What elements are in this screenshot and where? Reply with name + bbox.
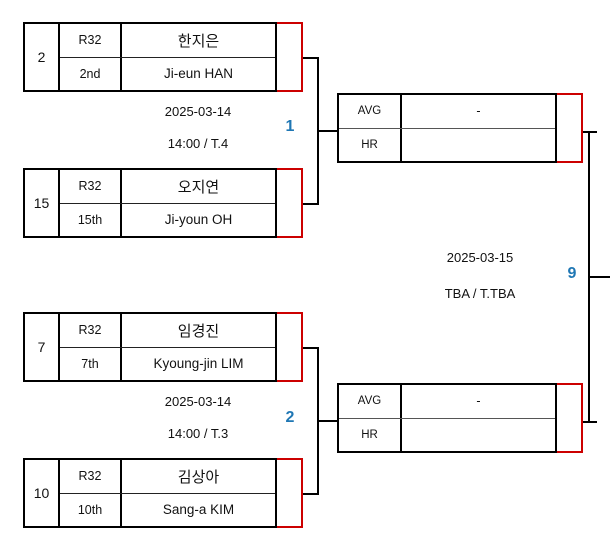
connector-line: [588, 276, 610, 278]
final-schedule-date: 2025-03-15: [446, 250, 514, 265]
rank-label: 10th: [60, 493, 122, 526]
player-name-kr: 한지은: [177, 32, 220, 50]
match-card-player[interactable]: 10 R32 김상아 10th Sang-a KIM: [23, 458, 277, 528]
result-box[interactable]: [557, 93, 583, 163]
avg-value: -: [476, 104, 481, 119]
final-schedule-time: TBA / T.TBA: [444, 286, 516, 301]
connector-line: [583, 131, 597, 133]
hr-value: [402, 129, 555, 162]
final-match-number: 9: [567, 265, 577, 282]
avg-label: AVG: [339, 385, 402, 418]
match-schedule-time: 14:00 / T.4: [167, 136, 229, 151]
round-label: R32: [60, 314, 122, 347]
stat-row-hr: HR: [339, 418, 555, 452]
match-schedule-time: 14:00 / T.3: [167, 426, 229, 441]
player-row-top: R32 오지연: [60, 170, 275, 204]
seed-number: 10: [25, 460, 60, 526]
result-box[interactable]: [277, 22, 303, 92]
player-rows: R32 한지은 2nd Ji-eun HAN: [60, 24, 275, 90]
player-name-en: Ji-eun HAN: [163, 66, 234, 82]
match-number: 1: [285, 118, 295, 135]
result-box[interactable]: [557, 383, 583, 453]
player-row-bottom: 15th Ji-youn OH: [60, 203, 275, 236]
seed-number: 15: [25, 170, 60, 236]
player-rows: R32 김상아 10th Sang-a KIM: [60, 460, 275, 526]
player-name-kr: 임경진: [177, 322, 220, 340]
player-name-en: Ji-youn OH: [164, 212, 233, 228]
player-name-en: Sang-a KIM: [162, 502, 235, 518]
hr-value: [402, 419, 555, 452]
stat-row-hr: HR: [339, 128, 555, 162]
player-row-top: R32 임경진: [60, 314, 275, 348]
result-box[interactable]: [277, 312, 303, 382]
round-label: R32: [60, 24, 122, 57]
rank-label: 7th: [60, 347, 122, 380]
seed-number: 2: [25, 24, 60, 90]
connector-line: [583, 421, 597, 423]
player-rows: R32 임경진 7th Kyoung-jin LIM: [60, 314, 275, 380]
stat-card[interactable]: AVG - HR: [337, 93, 557, 163]
round-label: R32: [60, 170, 122, 203]
stat-row-avg: AVG -: [339, 95, 555, 129]
player-rows: R32 오지연 15th Ji-youn OH: [60, 170, 275, 236]
stat-card[interactable]: AVG - HR: [337, 383, 557, 453]
result-box[interactable]: [277, 168, 303, 238]
match-card-player[interactable]: 2 R32 한지은 2nd Ji-eun HAN: [23, 22, 277, 92]
match-number: 2: [285, 409, 295, 426]
player-row-bottom: 2nd Ji-eun HAN: [60, 57, 275, 90]
player-name-kr: 김상아: [177, 468, 220, 486]
connector-line: [317, 130, 339, 132]
connector-line: [303, 347, 319, 349]
avg-label: AVG: [339, 95, 402, 128]
player-row-top: R32 한지은: [60, 24, 275, 58]
player-name-en: Kyoung-jin LIM: [153, 356, 244, 372]
player-row-top: R32 김상아: [60, 460, 275, 494]
rank-label: 15th: [60, 203, 122, 236]
player-name-kr: 오지연: [177, 178, 220, 196]
hr-label: HR: [339, 128, 402, 161]
match-schedule-date: 2025-03-14: [164, 104, 232, 119]
player-row-bottom: 7th Kyoung-jin LIM: [60, 347, 275, 380]
connector-line: [317, 420, 339, 422]
result-box[interactable]: [277, 458, 303, 528]
connector-line: [303, 57, 319, 59]
match-schedule-date: 2025-03-14: [164, 394, 232, 409]
rank-label: 2nd: [60, 57, 122, 90]
hr-label: HR: [339, 418, 402, 451]
round-label: R32: [60, 460, 122, 493]
avg-value: -: [476, 394, 481, 409]
stat-row-avg: AVG -: [339, 385, 555, 419]
connector-line: [303, 493, 319, 495]
player-row-bottom: 10th Sang-a KIM: [60, 493, 275, 526]
match-card-player[interactable]: 15 R32 오지연 15th Ji-youn OH: [23, 168, 277, 238]
connector-line: [303, 203, 319, 205]
seed-number: 7: [25, 314, 60, 380]
match-card-player[interactable]: 7 R32 임경진 7th Kyoung-jin LIM: [23, 312, 277, 382]
